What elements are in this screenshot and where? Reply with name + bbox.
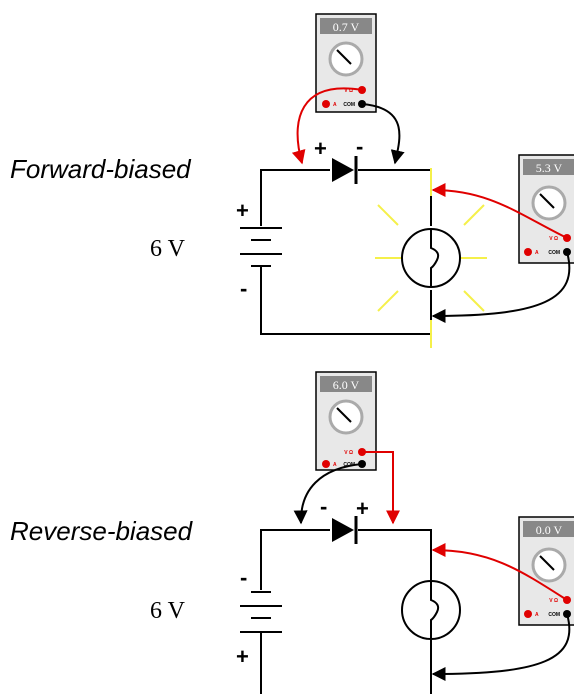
reverse-diode-meter-jack-a: A (333, 462, 337, 468)
reverse-lamp-black-probe (431, 613, 571, 681)
reverse-diode-meter: 6.0 V V Ω A COM (315, 371, 377, 471)
reverse-battery-plus: + (236, 644, 249, 669)
reverse-circuit-wires (260, 529, 432, 694)
forward-diode-black-probe (361, 103, 405, 165)
reverse-diode-black-probe (293, 463, 363, 525)
forward-diode-red-probe (291, 87, 363, 165)
forward-diode-meter-jack-a: A (333, 102, 337, 108)
forward-diode-minus: - (356, 134, 363, 159)
forward-diode-meter-jack-com: COM (343, 102, 355, 108)
forward-lamp (401, 228, 461, 288)
forward-lamp-glow (375, 168, 487, 348)
reverse-battery-voltage: 6 V (150, 598, 186, 624)
reverse-biased-circuit: Reverse-biased - + 6 V - + (10, 371, 574, 694)
reverse-diode-red-probe (362, 451, 400, 525)
reverse-lamp-meter: 0.0 V V Ω A COM (518, 516, 574, 626)
forward-lamp-meter-reading: 5.3 V (536, 161, 563, 175)
reverse-diode-meter-jack-v: V Ω (344, 450, 353, 456)
forward-lamp-meter-jack-a: A (535, 250, 539, 256)
reverse-battery (240, 591, 282, 660)
reverse-diode-plus: + (356, 496, 369, 521)
reverse-biased-label: Reverse-biased (10, 516, 194, 546)
forward-lamp-meter-jack-v: V Ω (549, 236, 558, 242)
reverse-diode-meter-reading: 6.0 V (333, 378, 360, 392)
forward-battery-plus: + (236, 198, 249, 223)
forward-diode-meter-reading: 0.7 V (333, 20, 360, 34)
forward-diode-plus: + (314, 136, 327, 161)
reverse-lamp-meter-jack-com: COM (548, 612, 560, 618)
forward-lamp-meter-jack-com: COM (548, 250, 560, 256)
forward-battery (240, 227, 282, 290)
reverse-diode-minus: - (320, 494, 327, 519)
reverse-lamp-meter-reading: 0.0 V (536, 523, 563, 537)
reverse-battery-minus: - (240, 565, 247, 590)
forward-diode-meter: 0.7 V V Ω A COM (315, 13, 377, 113)
forward-biased-circuit: Forward-biased + - 6 V + - (10, 13, 574, 348)
reverse-lamp-meter-jack-a: A (535, 612, 539, 618)
forward-battery-minus: - (240, 276, 247, 301)
forward-diode-meter-jack-v: V Ω (344, 88, 353, 94)
reverse-lamp (401, 580, 461, 640)
forward-lamp-red-probe (431, 183, 568, 239)
reverse-lamp-red-probe (431, 543, 568, 601)
forward-battery-voltage: 6 V (150, 236, 186, 262)
forward-lamp-meter: 5.3 V V Ω A COM (518, 154, 574, 264)
reverse-diode (332, 516, 358, 544)
forward-biased-label: Forward-biased (10, 154, 192, 184)
reverse-lamp-meter-jack-v: V Ω (549, 598, 558, 604)
forward-diode (332, 156, 358, 184)
forward-lamp-black-probe (431, 251, 571, 323)
